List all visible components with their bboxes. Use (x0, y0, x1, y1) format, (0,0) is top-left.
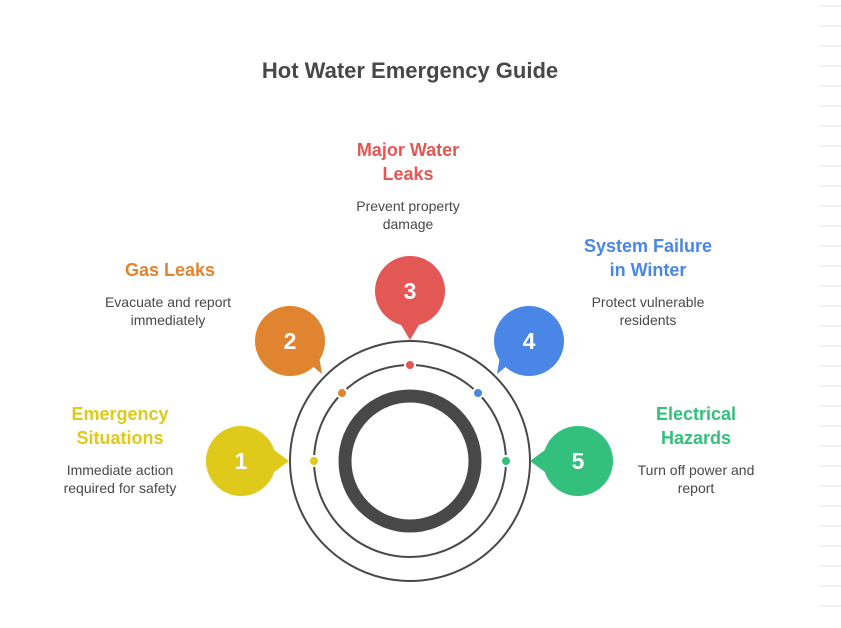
bubble-2 (255, 306, 325, 376)
dot-4 (472, 387, 484, 399)
center-ring (338, 389, 482, 533)
bubble-5 (530, 426, 613, 496)
item-5-desc: Turn off power and report (637, 462, 755, 496)
item-4-heading: System Failure in Winter (583, 236, 713, 280)
number-4: 4 (523, 328, 536, 354)
outer-ring (289, 340, 531, 582)
bubble-3 (375, 256, 445, 340)
dot-2 (336, 387, 348, 399)
item-1-desc: Immediate action required for safety (63, 462, 177, 496)
bubble-4 (494, 306, 564, 376)
number-2: 2 (284, 328, 297, 354)
number-5: 5 (572, 448, 585, 474)
item-2-desc: Evacuate and report immediately (104, 294, 232, 328)
number-3: 3 (404, 278, 417, 304)
bubble-1 (206, 426, 289, 496)
dot-3 (404, 359, 416, 371)
item-2-heading: Gas Leaks (124, 260, 216, 280)
page-title: Hot Water Emergency Guide (261, 58, 559, 83)
item-4-desc: Protect vulnerable residents (591, 294, 705, 328)
dot-5 (500, 455, 512, 467)
item-1-heading: Emergency Situations (71, 404, 169, 448)
dot-1 (308, 455, 320, 467)
item-3-heading: Major Water Leaks (356, 140, 460, 184)
item-5-heading: Electrical Hazards (655, 404, 737, 448)
number-1: 1 (235, 448, 248, 474)
item-3-desc: Prevent property damage (356, 198, 460, 232)
